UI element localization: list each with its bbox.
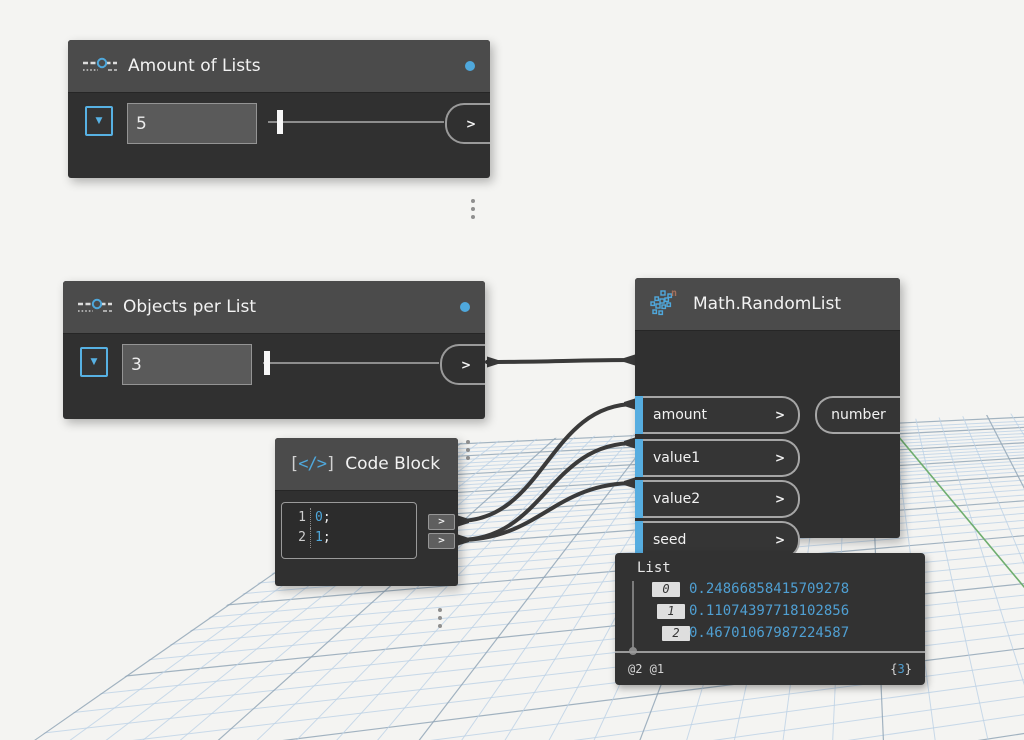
port-caret-icon: >	[437, 536, 446, 546]
random-scatter-icon: n	[650, 288, 677, 316]
line-number: 2	[298, 530, 306, 545]
slider-track[interactable]	[268, 121, 444, 123]
node-amount-of-lists[interactable]: Amount of Lists ▼ >	[68, 40, 490, 219]
green-axis-line	[887, 423, 1024, 601]
input-port-amount[interactable]: amount >	[635, 396, 800, 434]
node-header[interactable]: Amount of Lists	[68, 40, 490, 93]
list-root-label: List	[637, 560, 671, 576]
node-math-randomlist[interactable]: n Math.RandomList amount > value1 > valu…	[635, 278, 900, 583]
context-menu-button[interactable]	[435, 608, 445, 628]
slider-value-input[interactable]	[127, 103, 257, 144]
list-levels-label: @2 @1	[628, 662, 665, 676]
port-caret-icon: >	[437, 517, 446, 527]
slider-value-input[interactable]	[122, 344, 252, 385]
input-port-seed[interactable]: seed >	[635, 521, 800, 559]
number-slider-icon	[78, 298, 112, 312]
slider-handle[interactable]	[277, 110, 283, 134]
context-menu-button[interactable]	[463, 440, 473, 460]
list-count-label: {3}	[890, 662, 912, 676]
slider-type-dropdown[interactable]: ▼	[80, 347, 108, 377]
slider-track[interactable]	[263, 362, 439, 364]
node-title: Amount of Lists	[128, 56, 261, 76]
node-header[interactable]: [</>] Code Block	[275, 438, 458, 491]
node-title: Objects per List	[123, 297, 256, 317]
item-value: 0.11074397718102856	[689, 603, 850, 619]
port-keep-strip	[635, 521, 643, 559]
slider-handle[interactable]	[264, 351, 270, 375]
node-code-block[interactable]: [</>] Code Block 1 0; 2 1; > >	[275, 438, 458, 628]
chevron-down-icon: ▼	[95, 116, 103, 126]
slider-type-dropdown[interactable]: ▼	[85, 106, 113, 136]
item-index-badge[interactable]: 1	[657, 604, 685, 619]
number-slider-icon	[83, 57, 117, 71]
port-caret-icon: >	[466, 116, 477, 131]
preview-footer: @2 @1 {3}	[615, 651, 925, 685]
port-keep-strip	[635, 480, 643, 518]
input-port-value1[interactable]: value1 >	[635, 439, 800, 477]
list-tree-rail	[632, 581, 634, 649]
chevron-down-icon: ▼	[90, 357, 98, 367]
list-item: 1 0.11074397718102856	[615, 602, 917, 624]
port-caret-icon: >	[461, 357, 472, 372]
node-header[interactable]: n Math.RandomList	[635, 278, 900, 331]
svg-text:n: n	[671, 288, 677, 299]
output-port-1[interactable]: >	[428, 514, 455, 530]
output-port-2[interactable]: >	[428, 533, 455, 549]
port-caret-icon: >	[774, 492, 785, 506]
code-line: 1 0;	[282, 508, 416, 528]
data-preview-bubble[interactable]: List 0 0.24866858415709278 1 0.110743977…	[615, 553, 925, 685]
code-line: 2 1;	[282, 528, 416, 548]
node-title: Math.RandomList	[693, 294, 842, 314]
preview-indicator	[465, 61, 475, 71]
code-block-icon: [</>]	[289, 454, 336, 474]
preview-indicator	[460, 302, 470, 312]
input-port-value2[interactable]: value2 >	[635, 480, 800, 518]
node-header[interactable]: Objects per List	[63, 281, 485, 334]
output-port[interactable]: >	[440, 344, 485, 385]
item-value: 0.24866858415709278	[689, 581, 850, 597]
context-menu-button[interactable]	[468, 199, 478, 219]
item-index-badge[interactable]: 0	[652, 582, 680, 597]
port-caret-icon: >	[774, 408, 785, 422]
port-caret-icon: >	[774, 533, 785, 547]
output-port-number[interactable]: number	[815, 396, 900, 434]
port-caret-icon: >	[774, 451, 785, 465]
node-objects-per-list[interactable]: Objects per List ▼ >	[63, 281, 485, 460]
list-item: 2 0.46701067987224587	[615, 624, 917, 646]
item-index-badge[interactable]: 2	[662, 626, 690, 641]
port-keep-strip	[635, 439, 643, 477]
port-keep-strip	[635, 396, 643, 434]
code-editor[interactable]: 1 0; 2 1;	[281, 502, 417, 559]
line-number: 1	[298, 510, 306, 525]
list-item: 0 0.24866858415709278	[615, 580, 917, 602]
node-title: Code Block	[345, 454, 441, 474]
output-port[interactable]: >	[445, 103, 490, 144]
item-value: 0.46701067987224587	[689, 625, 850, 641]
